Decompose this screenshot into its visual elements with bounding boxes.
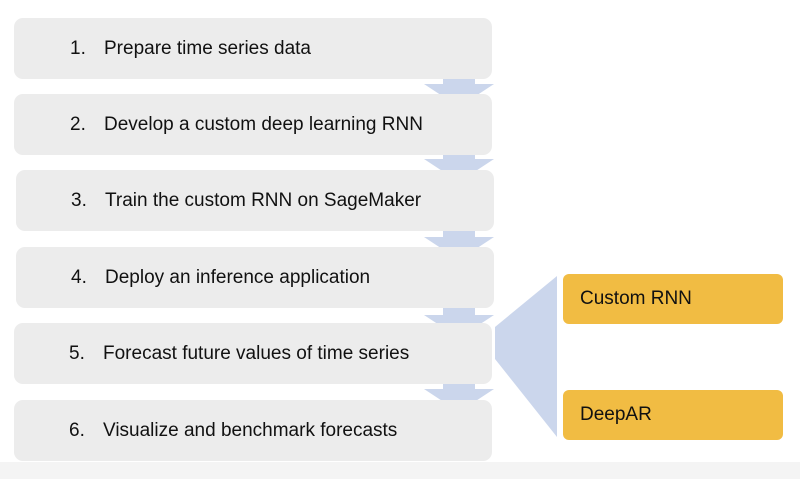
- step-3-box: 3. Train the custom RNN on SageMaker: [16, 170, 494, 231]
- bottom-strip: [0, 462, 800, 479]
- down-arrow-2-3: [424, 140, 494, 182]
- deepar-option: DeepAR: [563, 390, 783, 440]
- model-choice-fan: [495, 276, 557, 437]
- step-number: 6.: [69, 419, 85, 441]
- step-label: Deploy an inference application: [105, 266, 371, 288]
- step-2-box: 2. Develop a custom deep learning RNN: [14, 94, 492, 155]
- step-number: 4.: [71, 266, 87, 288]
- step-label: Prepare time series data: [104, 37, 311, 59]
- step-label: Forecast future values of time series: [103, 342, 410, 364]
- step-number: 3.: [71, 189, 87, 211]
- down-arrow-3-4: [424, 218, 494, 260]
- step-number: 2.: [70, 113, 86, 135]
- step-number: 5.: [69, 342, 85, 364]
- step-label: Develop a custom deep learning RNN: [104, 113, 423, 135]
- custom-rnn-option: Custom RNN: [563, 274, 783, 324]
- down-arrow-5-6: [424, 370, 494, 412]
- step-6-box: 6. Visualize and benchmark forecasts: [14, 400, 492, 461]
- step-label: Train the custom RNN on SageMaker: [105, 189, 422, 211]
- down-arrow-4-5: [424, 296, 494, 338]
- step-1-box: 1. Prepare time series data: [14, 18, 492, 79]
- step-5-box: 5. Forecast future values of time series: [14, 323, 492, 384]
- step-4-box: 4. Deploy an inference application: [16, 247, 494, 308]
- down-arrow-1-2: [424, 65, 494, 107]
- step-label: Visualize and benchmark forecasts: [103, 419, 398, 441]
- step-number: 1.: [70, 37, 86, 59]
